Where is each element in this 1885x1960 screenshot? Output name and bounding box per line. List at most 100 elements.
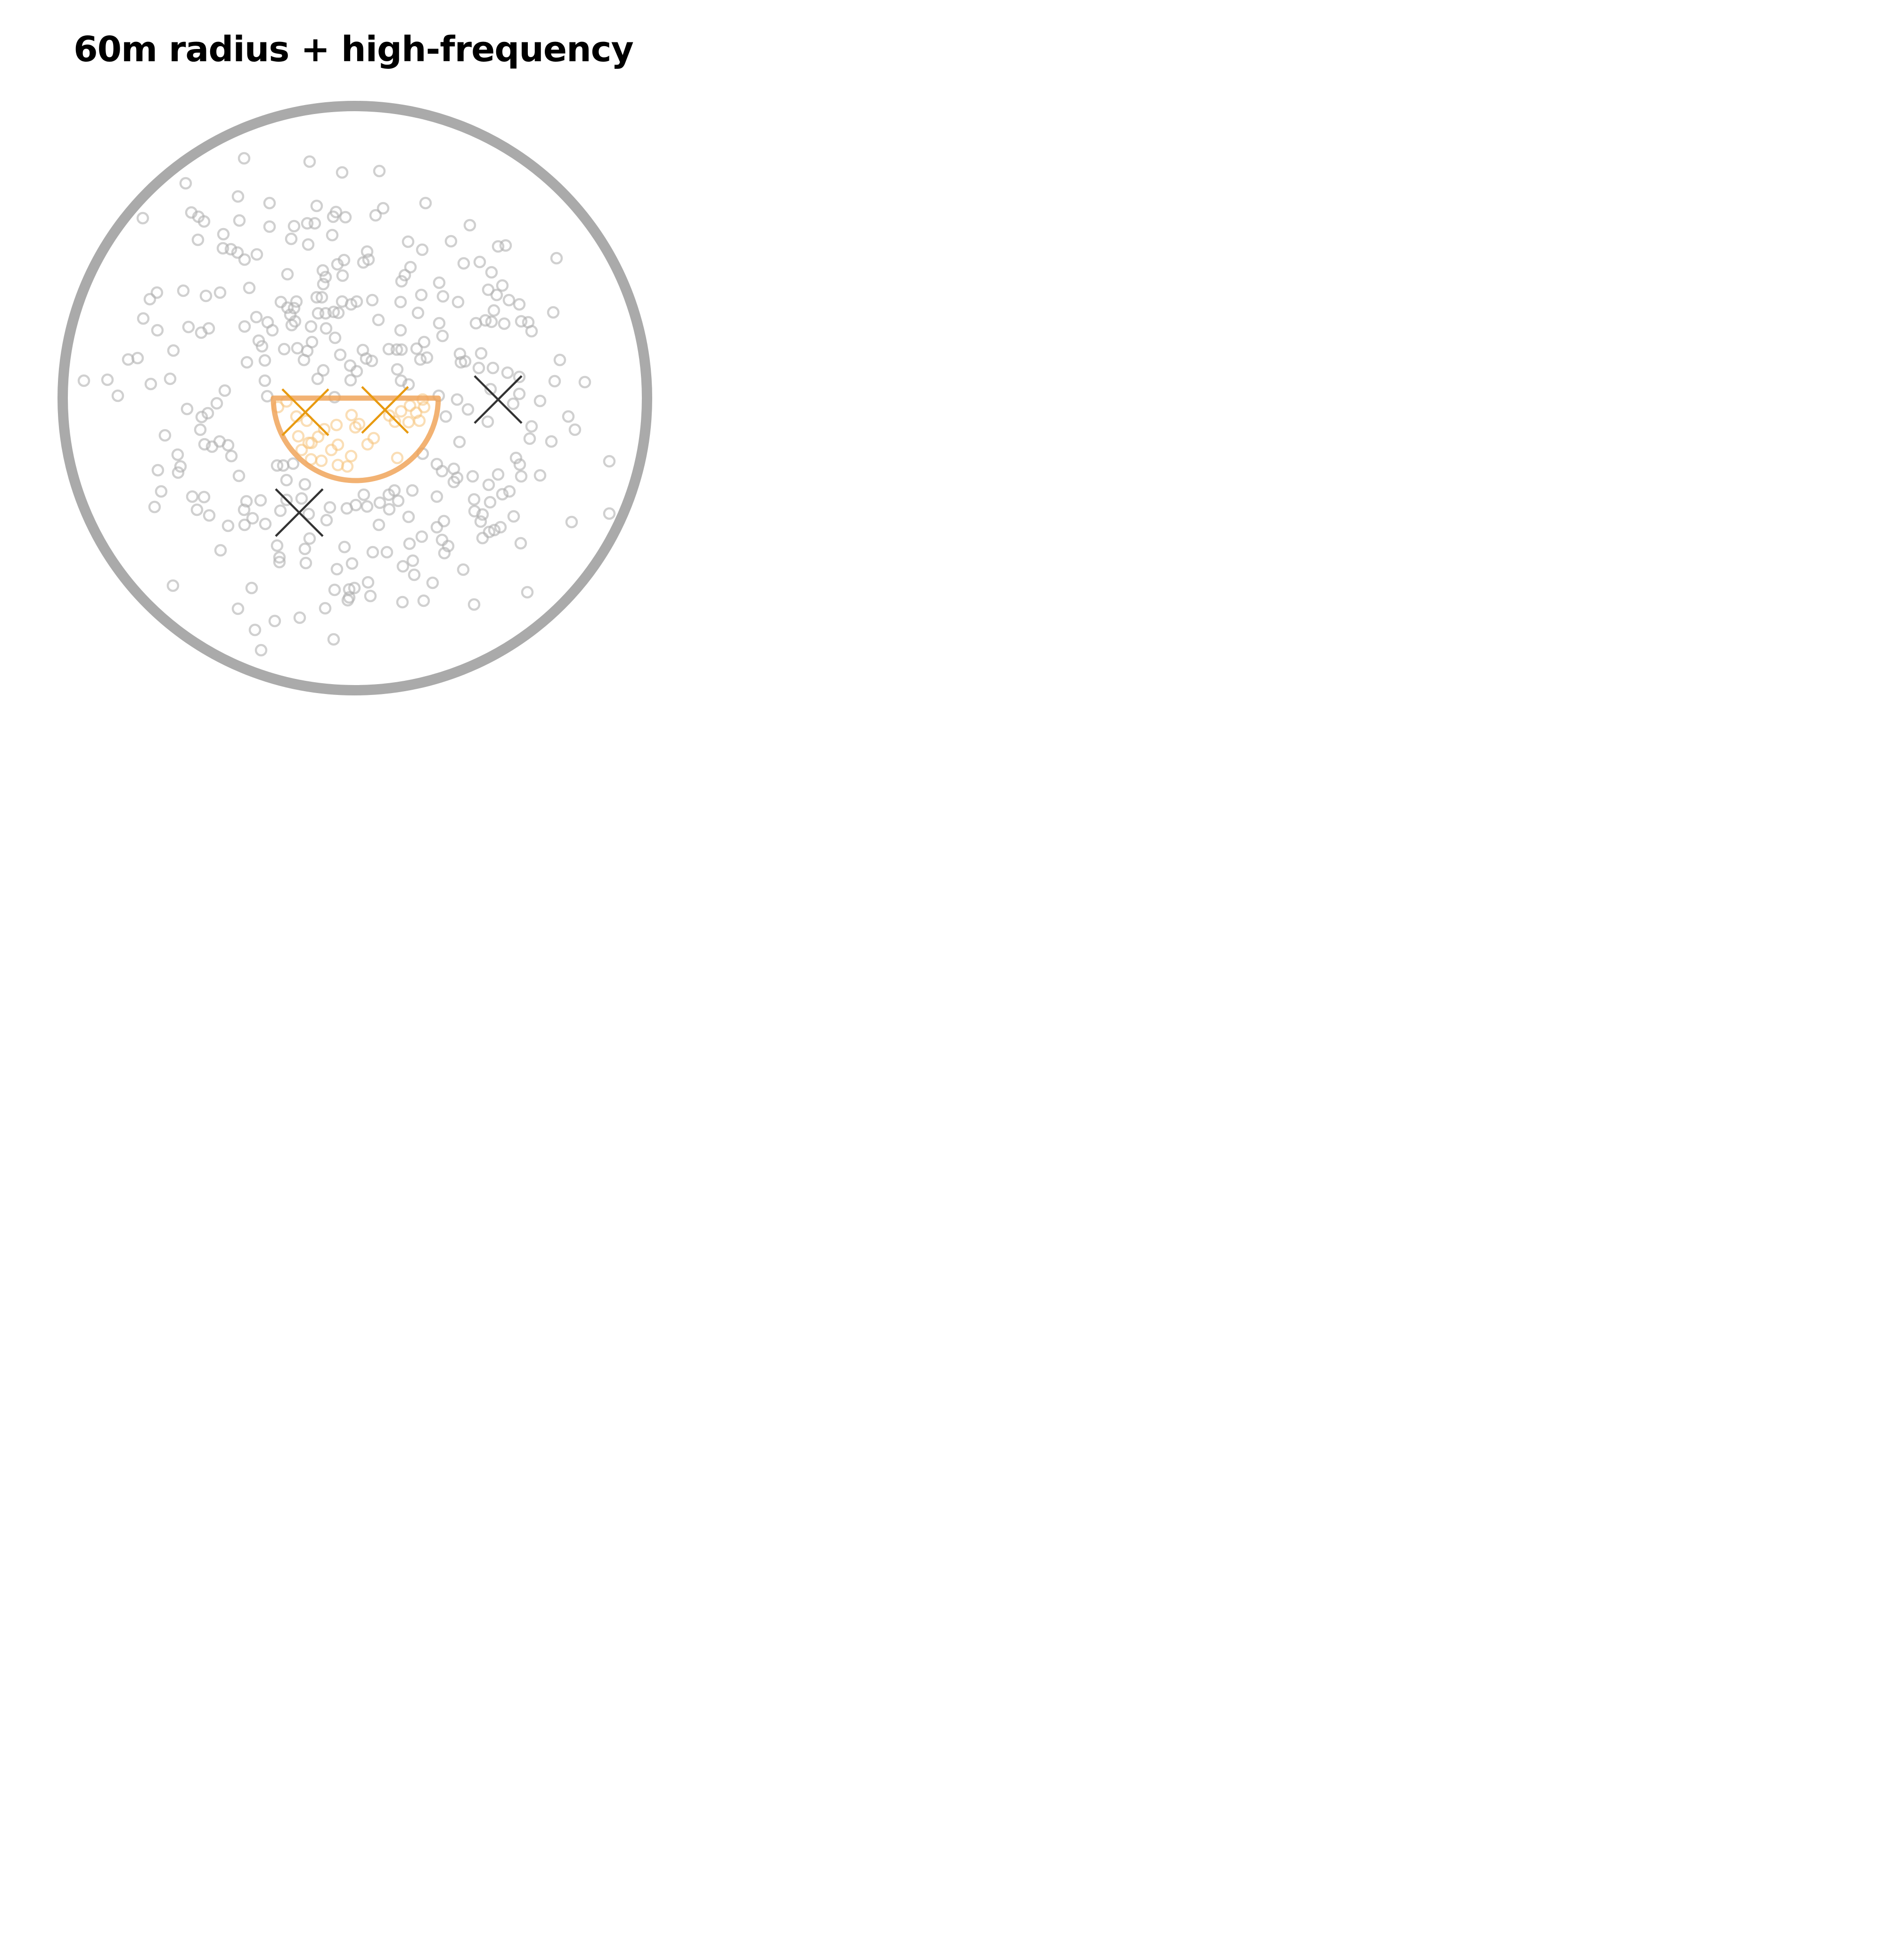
point-marker bbox=[406, 484, 419, 497]
point-marker bbox=[328, 583, 341, 596]
point-marker bbox=[210, 397, 223, 410]
point-marker bbox=[416, 243, 429, 256]
point-marker bbox=[394, 295, 407, 309]
point-marker bbox=[263, 220, 276, 233]
point-marker bbox=[101, 373, 114, 386]
point-marker bbox=[201, 407, 214, 420]
point-marker bbox=[396, 596, 409, 609]
point-marker bbox=[151, 324, 164, 337]
point-marker bbox=[533, 394, 547, 408]
point-marker bbox=[476, 531, 489, 545]
point-marker bbox=[444, 235, 458, 248]
point-marker bbox=[311, 307, 325, 320]
highlight-point-marker bbox=[344, 449, 358, 463]
point-marker bbox=[463, 219, 476, 232]
point-marker bbox=[475, 347, 488, 360]
point-marker bbox=[195, 410, 208, 424]
highlight-point-marker bbox=[300, 414, 313, 427]
point-marker bbox=[492, 240, 505, 253]
highlight-point-marker bbox=[361, 438, 374, 451]
point-marker bbox=[303, 155, 316, 168]
point-marker bbox=[372, 518, 385, 531]
point-marker bbox=[298, 542, 311, 555]
point-marker bbox=[301, 217, 314, 230]
highlight-point-marker bbox=[330, 418, 343, 432]
point-marker bbox=[390, 343, 403, 356]
point-marker bbox=[550, 252, 563, 265]
point-marker bbox=[288, 315, 302, 328]
point-marker bbox=[243, 281, 256, 294]
point-marker bbox=[410, 342, 423, 355]
point-marker bbox=[327, 633, 340, 646]
point-marker bbox=[270, 539, 284, 552]
highlight-point-marker bbox=[292, 430, 305, 443]
point-marker bbox=[435, 465, 449, 478]
point-marker bbox=[273, 551, 286, 564]
point-marker bbox=[364, 589, 377, 603]
point-marker bbox=[155, 485, 168, 498]
point-marker bbox=[383, 503, 396, 516]
point-marker bbox=[503, 485, 516, 498]
point-marker bbox=[295, 492, 308, 505]
point-marker bbox=[439, 410, 452, 423]
point-marker bbox=[218, 384, 231, 397]
point-marker bbox=[436, 290, 450, 303]
point-marker bbox=[366, 294, 379, 307]
point-marker bbox=[373, 496, 386, 509]
point-marker bbox=[369, 209, 382, 222]
point-marker bbox=[317, 278, 330, 291]
point-marker bbox=[273, 555, 286, 569]
point-marker bbox=[150, 286, 164, 299]
point-marker bbox=[382, 343, 395, 356]
point-marker bbox=[197, 490, 211, 504]
point-marker bbox=[233, 214, 246, 227]
point-marker bbox=[238, 253, 251, 266]
point-marker bbox=[501, 366, 514, 379]
point-marker bbox=[166, 579, 180, 592]
point-marker bbox=[486, 361, 500, 375]
point-marker bbox=[194, 423, 207, 436]
point-marker bbox=[492, 468, 505, 481]
point-marker bbox=[366, 546, 379, 559]
radius-diagram bbox=[57, 101, 652, 695]
point-marker bbox=[143, 293, 156, 306]
point-marker bbox=[274, 295, 287, 309]
point-marker bbox=[254, 644, 268, 657]
point-marker bbox=[373, 164, 386, 178]
point-marker bbox=[111, 389, 124, 402]
point-marker bbox=[482, 478, 495, 491]
point-marker bbox=[287, 302, 301, 315]
point-marker bbox=[332, 306, 345, 319]
point-marker bbox=[515, 470, 528, 483]
point-marker bbox=[304, 320, 318, 333]
point-marker bbox=[254, 494, 267, 507]
point-marker bbox=[293, 611, 306, 624]
point-marker bbox=[473, 255, 486, 269]
point-marker bbox=[523, 432, 536, 445]
point-marker bbox=[198, 438, 211, 451]
point-marker bbox=[406, 554, 419, 567]
point-marker bbox=[392, 494, 405, 507]
point-marker bbox=[290, 295, 303, 308]
point-marker bbox=[490, 288, 503, 302]
point-marker bbox=[437, 514, 451, 528]
point-marker bbox=[547, 306, 560, 319]
point-marker bbox=[268, 614, 281, 628]
point-marker bbox=[553, 353, 566, 367]
point-marker bbox=[278, 343, 291, 356]
orange-cross-marker bbox=[281, 388, 329, 436]
point-marker bbox=[291, 342, 304, 355]
point-marker bbox=[287, 457, 300, 470]
point-marker bbox=[467, 493, 481, 506]
point-marker bbox=[502, 294, 516, 307]
point-marker bbox=[507, 397, 520, 410]
highlight-point-marker bbox=[315, 454, 328, 467]
point-marker bbox=[131, 351, 144, 365]
highlight-point-marker bbox=[394, 405, 408, 418]
point-marker bbox=[499, 239, 512, 252]
point-marker bbox=[238, 503, 251, 516]
highlight-point-marker bbox=[311, 430, 325, 443]
point-marker bbox=[357, 256, 370, 269]
highlight-point-marker bbox=[413, 414, 426, 427]
point-marker bbox=[420, 351, 434, 364]
